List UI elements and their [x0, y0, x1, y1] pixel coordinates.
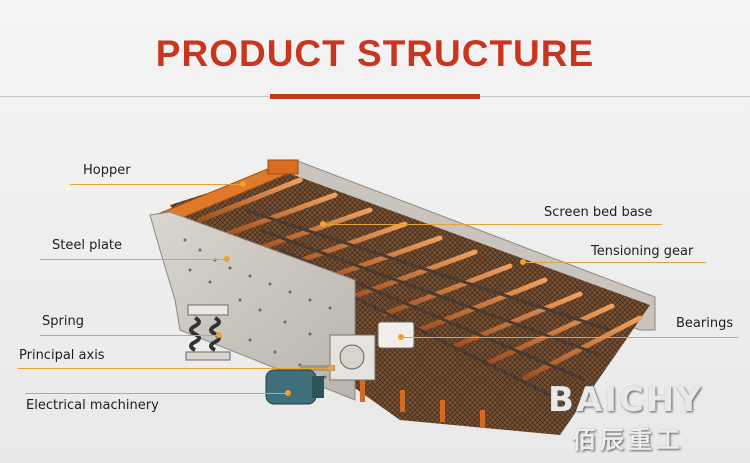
hopper-marker	[240, 181, 246, 187]
bearings-leader	[402, 337, 738, 338]
screen-bed-base-marker	[320, 221, 326, 227]
page-title: PRODUCT STRUCTURE	[155, 33, 595, 74]
electrical-machinery-leader	[25, 393, 287, 394]
label-screen-bed-base: Screen bed base	[544, 205, 653, 220]
hopper-leader	[70, 184, 242, 185]
tensioning-gear-leader	[524, 262, 706, 263]
steel-plate-marker	[224, 256, 230, 262]
principal-axis-marker	[328, 365, 334, 371]
tensioning-gear-marker	[520, 259, 526, 265]
electrical-machinery-marker	[285, 390, 291, 396]
spring-marker	[216, 332, 222, 338]
label-bearings: Bearings	[676, 316, 734, 331]
label-spring: Spring	[42, 314, 84, 329]
bearing-block	[377, 321, 415, 349]
cross-rods	[197, 177, 643, 381]
label-principal-axis: Principal axis	[19, 348, 105, 363]
motor-body	[265, 369, 317, 405]
title-accent-bar	[270, 94, 480, 99]
steel-plate-leader	[40, 259, 226, 260]
principal-axis-leader	[18, 368, 330, 369]
label-electrical-machinery: Electrical machinery	[26, 398, 159, 413]
label-tensioning-gear: Tensioning gear	[591, 244, 694, 259]
motor-end	[312, 376, 324, 398]
screen-bed-base-leader	[324, 224, 662, 225]
brand-logo: BAICHY	[548, 380, 703, 420]
axis-hub	[339, 344, 365, 370]
label-hopper: Hopper	[83, 163, 131, 178]
brand-logo-cn: 佰辰重工	[572, 426, 684, 454]
label-steel-plate: Steel plate	[52, 238, 123, 253]
spring-leader	[40, 335, 218, 336]
spring-assembly	[185, 304, 231, 361]
rod-ends	[360, 380, 485, 428]
bearings-marker	[398, 334, 404, 340]
hopper-cap	[267, 159, 299, 175]
